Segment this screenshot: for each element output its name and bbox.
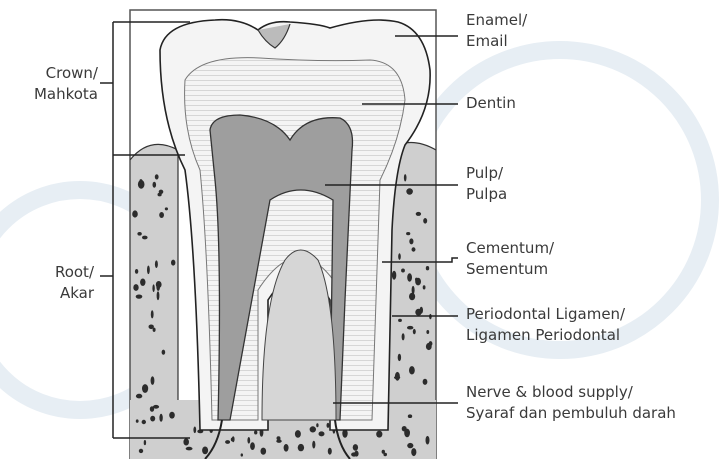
bone-pore [159, 414, 162, 422]
bone-pore [183, 438, 189, 445]
bone-pore [142, 384, 148, 393]
bone-pore [353, 444, 358, 451]
bone-pore [407, 273, 412, 281]
pulp-label: Pulp/ Pulpa [466, 163, 507, 205]
bone-pore [409, 366, 415, 374]
bone-pore [398, 319, 402, 322]
bone-pore [250, 442, 255, 450]
bone-pore [139, 449, 143, 453]
bone-pore [140, 279, 145, 286]
bone-pore [193, 427, 196, 434]
bone-pore [295, 430, 301, 438]
bone-pore [158, 193, 162, 197]
dentin-label: Dentin [466, 93, 516, 114]
bone-pore [157, 291, 160, 300]
bone-pore [423, 218, 427, 224]
bone-pore [407, 326, 413, 330]
bone-pore [132, 210, 138, 217]
bone-pore [312, 441, 315, 449]
bone-pore [159, 212, 164, 218]
bone-pore [247, 437, 250, 444]
bone-pore [398, 354, 401, 361]
bone-pore [136, 295, 143, 299]
bone-pore [420, 307, 423, 314]
bone-pore [133, 284, 138, 291]
bone-pore [415, 278, 418, 282]
cementum-label: Cementum/ Sementum [466, 238, 554, 280]
bone-pore [147, 266, 150, 275]
bone-pore [376, 431, 382, 438]
bone-pore [392, 271, 396, 280]
bone-pore [409, 238, 413, 244]
bone-pore [153, 182, 157, 188]
bone-pore [316, 423, 318, 427]
bone-pore [144, 440, 146, 445]
root-label: Root/ Akar [10, 262, 94, 304]
bone-pore [162, 350, 166, 355]
bone-pore [426, 330, 429, 334]
bone-pore [135, 269, 138, 274]
bone-pore [186, 447, 193, 451]
bone-pore [155, 260, 158, 268]
bone-pore [426, 266, 429, 270]
bone-pore [402, 333, 405, 340]
bone-pore [149, 325, 154, 330]
bone-pore [152, 284, 154, 292]
bone-pore [328, 448, 332, 455]
bone-pore [383, 453, 387, 456]
bone-pore [409, 293, 415, 300]
bone-pore [261, 448, 267, 455]
bone-pore [423, 285, 426, 289]
enamel-label: Enamel/ Email [466, 10, 527, 52]
bone-pore [398, 253, 401, 260]
bone-pore [254, 431, 257, 435]
bone-pore [151, 310, 154, 318]
bone-pore [150, 416, 155, 422]
bone-pore [153, 405, 159, 409]
bone-pore [411, 448, 416, 456]
bone-pore [395, 372, 400, 381]
bone-pore [276, 439, 281, 443]
nerve-blood-supply-label: Nerve & blood supply/ Syaraf dan pembulu… [466, 382, 676, 424]
bone-pore [284, 444, 289, 452]
bone-pore [327, 423, 330, 428]
bone-pore [404, 174, 407, 181]
periodontal-ligament-label: Periodontal Ligamen/ Ligamen Periodontal [466, 304, 625, 346]
bone-pore [156, 281, 162, 288]
bone-pore [407, 443, 413, 448]
bone-pore [412, 247, 416, 251]
bone-pore [298, 444, 304, 451]
bone-pore [408, 414, 412, 418]
bone-pore [202, 447, 208, 455]
bone-pore [310, 426, 316, 432]
bone-pore [142, 420, 146, 424]
bone-pore [137, 232, 141, 236]
bone-pore [169, 412, 175, 419]
bone-pore [155, 174, 159, 179]
bone-pore [319, 431, 325, 436]
bone-pore [413, 329, 416, 334]
bone-pore [231, 438, 234, 442]
bone-pore [142, 236, 148, 240]
crown-label: Crown/ Mahkota [10, 63, 98, 105]
bone-pore [416, 212, 421, 216]
bone-pore [225, 440, 230, 444]
bone-pore [136, 419, 139, 422]
bone-pore [151, 376, 155, 385]
bone-pore [165, 207, 168, 210]
bone-pore [429, 341, 433, 346]
bone-pore [423, 379, 428, 385]
bone-pore [406, 188, 413, 194]
bone-pore [404, 429, 410, 438]
bone-pore [354, 451, 358, 457]
bone-pore [241, 453, 243, 456]
bone-pore [426, 436, 430, 445]
bone-pore [401, 269, 405, 273]
bone-pore [140, 179, 143, 182]
bone-pore [406, 232, 410, 235]
bone-pore [171, 260, 175, 266]
bone-pore [136, 394, 142, 399]
